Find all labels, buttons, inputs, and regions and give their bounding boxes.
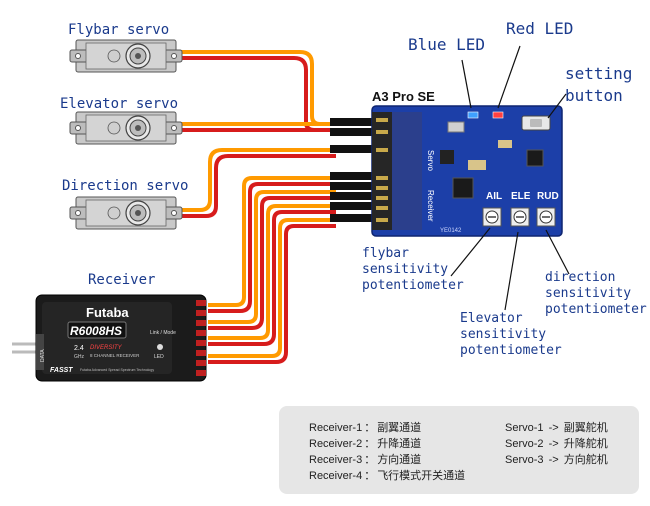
servo-channel-list: Servo-1 -> 副翼舵机 Servo-2 -> 升降舵机 Servo-3 … (505, 420, 608, 468)
receiver-diversity: DIVERSITY (90, 345, 123, 351)
receiver-led: LED (154, 354, 164, 360)
receiver-fasst-desc: Futaba Advanced Spread Spectrum Technolo… (80, 368, 154, 372)
elevator-servo-wire (162, 122, 336, 132)
legend-row: Receiver-2：升降通道 (309, 438, 422, 450)
flybar-servo (69, 39, 183, 73)
board-connectors (330, 118, 372, 222)
flybar-servo-label: Flybar servo (68, 22, 170, 38)
legend-row: Servo-3 -> 方向舵机 (505, 454, 608, 466)
flybar-servo-wire (162, 50, 336, 132)
direction-servo (69, 196, 183, 230)
pot-label-ail: AIL (486, 191, 502, 202)
elevator-servo-label: Elevator servo (60, 96, 179, 112)
board-serial: YE0142 (440, 228, 462, 234)
ail-potentiometer[interactable] (482, 207, 502, 227)
direction-pot-label: direction sensitivity potentiometer (545, 270, 647, 317)
rud-potentiometer[interactable] (536, 207, 556, 227)
legend-row: Receiver-4：飞行模式开关通道 (309, 470, 466, 482)
red-led-label: Red LED (506, 19, 574, 38)
receiver-link-mode: Link / Mode (150, 330, 176, 336)
board-servo-header: Servo (426, 150, 435, 171)
legend-row: Servo-2 -> 升降舵机 (505, 438, 608, 450)
elevator-servo (69, 111, 183, 145)
ele-potentiometer[interactable] (510, 207, 530, 227)
receiver-unit: Futaba R6008HS 2.4 GHz DIVERSITY 8 CHANN… (12, 294, 207, 382)
pot-label-ele: ELE (511, 191, 531, 202)
receiver-data: DATA (40, 349, 46, 362)
receiver-fasst: FASST (50, 367, 73, 374)
channel-legend: Receiver-1：副翼通道 Receiver-2：升降通道 Receiver… (279, 406, 639, 494)
board-receiver-header: Receiver (426, 190, 435, 222)
elevator-pot-label: Elevator sensitivity potentiometer (460, 311, 562, 358)
receiver-channel-list: Receiver-1：副翼通道 Receiver-2：升降通道 Receiver… (309, 420, 465, 484)
setting-button-label: setting button (565, 64, 633, 105)
blue-led-label: Blue LED (408, 35, 486, 54)
legend-row: Receiver-1：副翼通道 (309, 422, 422, 434)
pointer-lines (450, 45, 570, 311)
receiver-brand: Futaba (86, 305, 129, 320)
blue-led (467, 111, 479, 119)
receiver-band: 2.4 (74, 345, 84, 352)
flybar-pot-label: flybar sensitivity potentiometer (362, 246, 464, 293)
direction-servo-label: Direction servo (62, 178, 189, 194)
receiver-band-unit: GHz (74, 354, 85, 360)
legend-row: Receiver-3：方向通道 (309, 454, 422, 466)
receiver-channels: 8 CHANNEL RECEIVER (90, 353, 140, 358)
red-led (492, 111, 504, 119)
board-title: A3 Pro SE (372, 89, 435, 104)
receiver-label: Receiver (88, 272, 156, 288)
receiver-wires (208, 176, 336, 364)
direction-servo-wire (162, 148, 336, 218)
pot-label-rud: RUD (537, 191, 559, 202)
receiver-model: R6008HS (70, 324, 122, 338)
a3-board: A3 Pro SE Servo Receiver AIL ELE RUD YE0… (371, 89, 563, 237)
legend-row: Servo-1 -> 副翼舵机 (505, 422, 608, 434)
